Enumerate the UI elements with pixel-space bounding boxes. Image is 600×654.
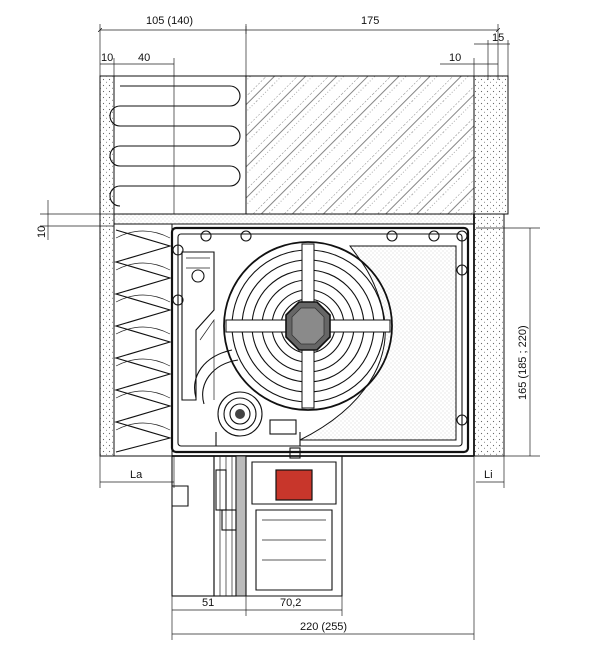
dim-bottom-mid: 70,2 (280, 597, 301, 609)
bottom-dimensions (171, 456, 475, 640)
dim-top-small-right: 10 (449, 52, 461, 64)
dim-right-vertical: 165 (185 ; 220) (517, 325, 529, 400)
dim-top-right-total: 175 (361, 15, 379, 27)
dim-left-vertical: 10 (36, 226, 48, 238)
dim-top-left-total: 105 (140) (146, 15, 193, 27)
right-wall (473, 75, 509, 457)
dim-bottom-total: 220 (255) (300, 621, 347, 633)
roller-drum (223, 241, 393, 411)
lintel-base-layer (113, 213, 475, 225)
lintel-concrete (245, 75, 475, 215)
dim-top-insulation: 40 (138, 52, 150, 64)
insulation-lower (113, 223, 173, 457)
window-frame (171, 447, 474, 597)
right-vertical-dim (476, 227, 540, 457)
dim-top-far-right: 15 (492, 32, 504, 44)
dim-li: Li (484, 469, 493, 481)
guide-pulley (215, 391, 301, 447)
insulation-upper (109, 75, 247, 215)
la-li-dims (99, 456, 505, 488)
dim-la: La (130, 469, 143, 481)
top-dimensions (100, 24, 510, 80)
left-wall (99, 75, 115, 457)
left-vertical-dim (40, 200, 120, 240)
dim-top-small-left: 10 (101, 52, 113, 64)
dim-bottom-left: 51 (202, 597, 214, 609)
